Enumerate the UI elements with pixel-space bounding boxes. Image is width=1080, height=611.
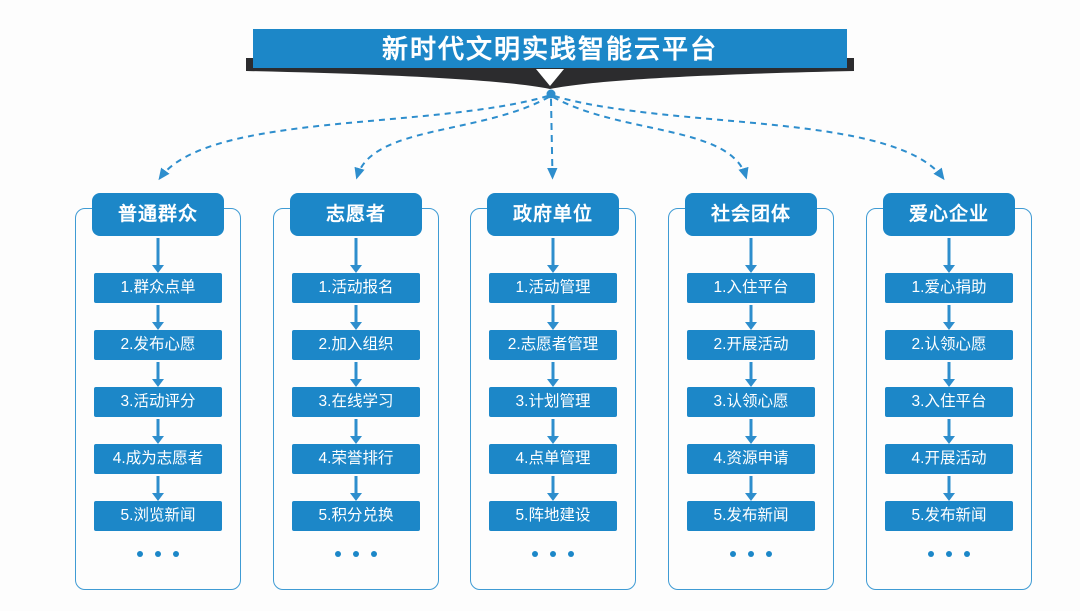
column-caring-enterprises: 爱心企业 1.爱心捐助 2.认领心愿 3.入住平台 4.开展活动 5.发布新闻 — [866, 193, 1032, 590]
step-box: 5.阵地建设 — [489, 501, 617, 531]
ellipsis-dots — [532, 551, 574, 557]
ellipsis-dots — [730, 551, 772, 557]
fan-connector-2 — [354, 96, 550, 180]
step-box: 1.活动管理 — [489, 273, 617, 303]
role-header-social-groups: 社会团体 — [685, 193, 817, 236]
step-box: 5.发布新闻 — [885, 501, 1013, 531]
step-box: 3.活动评分 — [94, 387, 222, 417]
fan-connector-4 — [552, 96, 749, 180]
flow-arrow-icon — [349, 360, 363, 387]
step-box: 2.志愿者管理 — [489, 330, 617, 360]
step-box: 3.在线学习 — [292, 387, 420, 417]
step-box: 2.开展活动 — [687, 330, 815, 360]
platform-title-banner: 新时代文明实践智能云平台 — [253, 29, 847, 68]
flow-arrow-icon — [546, 474, 560, 501]
step-box: 3.计划管理 — [489, 387, 617, 417]
dot — [173, 551, 179, 557]
dot — [155, 551, 161, 557]
step-box: 4.点单管理 — [489, 444, 617, 474]
step-box: 5.积分兑换 — [292, 501, 420, 531]
flow-arrow-icon — [546, 360, 560, 387]
dot — [568, 551, 574, 557]
page-title: 新时代文明实践智能云平台 — [381, 33, 718, 64]
flow-arrow-icon — [151, 417, 165, 444]
dot — [748, 551, 754, 557]
column-volunteers: 志愿者 1.活动报名 2.加入组织 3.在线学习 4.荣誉排行 5.积分兑换 — [273, 193, 439, 590]
step-box: 4.成为志愿者 — [94, 444, 222, 474]
step-box: 4.开展活动 — [885, 444, 1013, 474]
step-box: 4.荣誉排行 — [292, 444, 420, 474]
step-box: 3.认领心愿 — [687, 387, 815, 417]
step-box: 5.发布新闻 — [687, 501, 815, 531]
column-general-public: 普通群众 1.群众点单 2.发布心愿 3.活动评分 4.成为志愿者 5.浏览新闻 — [75, 193, 241, 590]
flow-arrow-icon — [942, 303, 956, 330]
step-box: 5.浏览新闻 — [94, 501, 222, 531]
dot — [964, 551, 970, 557]
column-government-units: 政府单位 1.活动管理 2.志愿者管理 3.计划管理 4.点单管理 5.阵地建设 — [470, 193, 636, 590]
dot — [532, 551, 538, 557]
flow-arrow-icon — [942, 474, 956, 501]
step-box: 2.认领心愿 — [885, 330, 1013, 360]
dot — [371, 551, 377, 557]
step-box: 2.加入组织 — [292, 330, 420, 360]
fan-connector-3 — [547, 98, 558, 180]
dot — [550, 551, 556, 557]
flow-arrow-icon — [744, 474, 758, 501]
step-box: 1.入住平台 — [687, 273, 815, 303]
ellipsis-dots — [137, 551, 179, 557]
dot — [766, 551, 772, 557]
ellipsis-dots — [928, 551, 970, 557]
flow-arrow-icon — [151, 303, 165, 330]
dot — [730, 551, 736, 557]
ellipsis-dots — [335, 551, 377, 557]
flow-arrow-icon — [349, 474, 363, 501]
fan-connector-5 — [553, 95, 945, 181]
role-header-volunteers: 志愿者 — [290, 193, 422, 236]
flow-arrow-icon — [546, 303, 560, 330]
flow-arrow-icon — [942, 236, 956, 273]
flow-arrow-icon — [349, 417, 363, 444]
ribbon-down-arrow-icon — [536, 69, 564, 86]
flow-arrow-icon — [744, 360, 758, 387]
step-box: 2.发布心愿 — [94, 330, 222, 360]
flow-arrow-icon — [151, 360, 165, 387]
role-header-general-public: 普通群众 — [92, 193, 224, 236]
flow-arrow-icon — [151, 474, 165, 501]
flow-arrow-icon — [942, 360, 956, 387]
dot — [335, 551, 341, 557]
flow-arrow-icon — [151, 236, 165, 273]
role-header-caring-enterprises: 爱心企业 — [883, 193, 1015, 236]
flow-arrow-icon — [546, 236, 560, 273]
flow-arrow-icon — [744, 303, 758, 330]
step-box: 1.群众点单 — [94, 273, 222, 303]
flow-arrow-icon — [546, 417, 560, 444]
column-social-groups: 社会团体 1.入住平台 2.开展活动 3.认领心愿 4.资源申请 5.发布新闻 — [668, 193, 834, 590]
flow-arrow-icon — [349, 236, 363, 273]
dot — [928, 551, 934, 557]
fan-origin-dot — [546, 89, 556, 99]
flow-arrow-icon — [942, 417, 956, 444]
dot — [946, 551, 952, 557]
dot — [137, 551, 143, 557]
step-box: 1.活动报名 — [292, 273, 420, 303]
dot — [353, 551, 359, 557]
flow-arrow-icon — [744, 417, 758, 444]
flow-arrow-icon — [349, 303, 363, 330]
flow-arrow-icon — [744, 236, 758, 273]
role-header-government-units: 政府单位 — [487, 193, 619, 236]
step-box: 4.资源申请 — [687, 444, 815, 474]
fan-connector-1 — [158, 95, 549, 181]
step-box: 1.爱心捐助 — [885, 273, 1013, 303]
step-box: 3.入住平台 — [885, 387, 1013, 417]
